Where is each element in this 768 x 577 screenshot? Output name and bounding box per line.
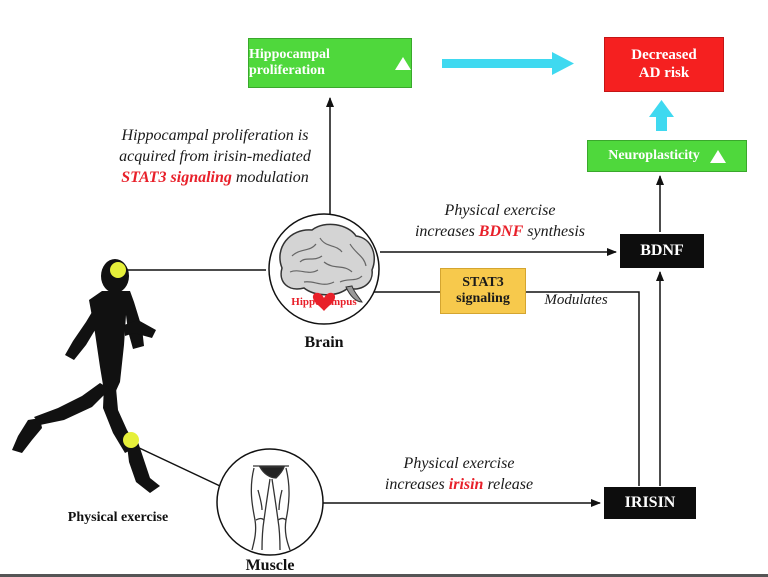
modulates-note: Modulates — [536, 291, 616, 311]
irisin-release-note: Physical exercise increases irisin relea… — [334, 454, 584, 496]
note-highlight: irisin — [448, 475, 484, 493]
stat3-signaling-label: STAT3 signaling — [456, 274, 510, 306]
note-text: synthesis — [523, 222, 586, 240]
decreased-ad-risk-label: Decreased AD risk — [631, 47, 697, 81]
modulates-label: Modulates — [544, 292, 608, 308]
neuroplasticity-box: Neuroplasticity — [587, 140, 747, 172]
increase-triangle-icon — [395, 56, 411, 70]
note-highlight: STAT3 signaling — [121, 168, 232, 186]
note-text: increases — [384, 475, 449, 493]
muscle-node — [216, 448, 324, 556]
bdnf-synthesis-note: Physical exercise increases BDNF synthes… — [380, 201, 620, 243]
runner-silhouette-icon — [12, 259, 160, 493]
neuroplasticity-label: Neuroplasticity — [608, 147, 700, 163]
irisin-label: IRISIN — [624, 493, 676, 511]
irisin-box: IRISIN — [604, 487, 696, 519]
knee-to-muscle-line — [134, 445, 221, 487]
legs-icon — [250, 465, 291, 551]
note-text: release — [483, 475, 534, 493]
increase-triangle-icon — [709, 149, 726, 163]
bottom-border — [0, 574, 768, 577]
proliferation-to-risk-arrow — [442, 52, 574, 75]
hippocampal-proliferation-label: Hippocampal proliferation — [249, 46, 330, 78]
brain-icon — [279, 223, 376, 303]
hippocampus-label: Hippocampus — [291, 296, 357, 308]
note-text: increases — [414, 222, 479, 240]
knee-highlight-dot — [123, 432, 139, 448]
brain-node — [268, 213, 380, 325]
stat3-proliferation-note: Hippocampal proliferation is acquired fr… — [92, 126, 338, 188]
bdnf-box: BDNF — [620, 234, 704, 268]
physical-exercise-label: Physical exercise — [67, 510, 169, 525]
bdnf-label: BDNF — [640, 241, 684, 259]
note-highlight: BDNF — [478, 222, 524, 240]
note-line: acquired from irisin-mediated — [119, 147, 311, 165]
note-line: Physical exercise — [403, 455, 515, 472]
note-line: Physical exercise — [444, 202, 556, 219]
hippocampus-heart-icon — [312, 292, 336, 311]
neuroplasticity-to-risk-arrow — [649, 100, 674, 131]
stat3-signaling-box: STAT3 signaling — [440, 268, 526, 314]
decreased-ad-risk-box: Decreased AD risk — [604, 37, 724, 92]
brain-label: Brain — [304, 334, 344, 351]
muscle-label: Muscle — [245, 557, 295, 574]
note-text: modulation — [231, 168, 309, 186]
head-highlight-dot — [110, 262, 126, 278]
note-line: Hippocampal proliferation is — [121, 127, 309, 144]
hippocampal-proliferation-box: Hippocampal proliferation — [248, 38, 412, 88]
